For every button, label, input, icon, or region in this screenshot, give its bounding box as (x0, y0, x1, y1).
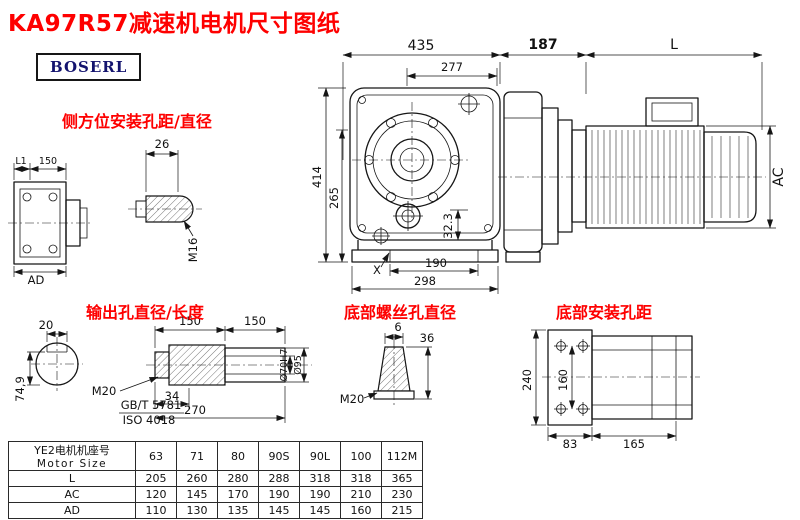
dim-26: 26 (155, 137, 170, 151)
table-row-ac: AC 120 145 170 190 190 210 230 (8, 486, 423, 503)
dim-435: 435 (408, 38, 435, 54)
bottom-screw-detail: 6 36 M20 (340, 320, 435, 406)
dim-414: 414 (310, 166, 324, 188)
dim-298: 298 (414, 274, 436, 288)
dim-ac: AC (771, 167, 787, 186)
dim-l: L (670, 37, 678, 53)
dim-l1: L1 (15, 156, 26, 167)
dim-190: 190 (425, 256, 447, 270)
motor-side-view: 187 L AC (498, 37, 787, 263)
dim-83: 83 (563, 437, 578, 451)
table-cell: 120 (135, 486, 177, 503)
table-row-ad: AD 110 130 135 145 145 160 215 (8, 502, 423, 519)
dim-150-b: 150 (244, 314, 266, 328)
dim-32-3: 32.3 (441, 213, 455, 239)
col-header-90l: 90L (299, 441, 341, 471)
table-cell: 318 (340, 470, 382, 487)
side-shaft-detail: 26 M16 (128, 137, 202, 262)
dim-6: 6 (394, 320, 401, 334)
col-header-71: 71 (176, 441, 218, 471)
col-header-112m: 112M (381, 441, 423, 471)
gearbox-left-view: L1 150 AD (8, 156, 92, 287)
table-cell: 288 (258, 470, 300, 487)
output-shaft-view: 20 74,9 150 150 M20 GB/T 5781 ISO 4018 3… (13, 314, 312, 427)
label-side-mount: 侧方位安装孔距/直径 (62, 112, 212, 131)
table-header-cn: YE2电机机座号 (34, 444, 110, 457)
table-header-cell: YE2电机机座号 Motor Size (8, 441, 136, 471)
dim-x: X (373, 263, 381, 277)
dim-m16: M16 (186, 238, 200, 263)
table-cell: 210 (340, 486, 382, 503)
dim-m20-screw: M20 (340, 392, 365, 406)
table-cell: 260 (176, 470, 218, 487)
col-header-63: 63 (135, 441, 177, 471)
dim-187: 187 (528, 37, 557, 53)
brand-logo: BOSERL (36, 53, 142, 81)
table-cell: 160 (340, 502, 382, 519)
dim-36: 36 (420, 331, 435, 345)
gear-unit-front-view: 435 277 414 265 190 298 X 32.3 (310, 38, 501, 294)
label-bottom-mount: 底部安装孔距 (556, 303, 653, 322)
row-label-ad: AD (8, 502, 136, 519)
col-header-100: 100 (340, 441, 382, 471)
table-cell: 145 (176, 486, 218, 503)
dim-150-a: 150 (179, 314, 201, 328)
table-cell: 110 (135, 502, 177, 519)
dim-265: 265 (327, 187, 341, 209)
label-output-hole: 输出孔直径/长度 (86, 303, 204, 322)
motor-frame-size-table: YE2电机机座号 Motor Size 63 71 80 90S 90L 100… (8, 441, 423, 519)
table-cell: 130 (176, 502, 218, 519)
table-header-row: YE2电机机座号 Motor Size 63 71 80 90S 90L 100… (8, 441, 423, 471)
dim-240: 240 (520, 369, 534, 391)
dim-ad: AD (28, 273, 45, 287)
dim-095: Ø95 (293, 355, 304, 375)
row-label-ac: AC (8, 486, 136, 503)
col-header-90s: 90S (258, 441, 300, 471)
table-cell: 190 (258, 486, 300, 503)
dim-160: 160 (556, 369, 570, 391)
col-header-80: 80 (217, 441, 259, 471)
table-cell: 145 (299, 502, 341, 519)
table-cell: 215 (381, 502, 423, 519)
dim-m20-output: M20 (92, 384, 117, 398)
dim-270: 270 (184, 403, 206, 417)
standard-gbt: GB/T 5781 (121, 398, 182, 412)
table-cell: 135 (217, 502, 259, 519)
table-cell: 145 (258, 502, 300, 519)
dim-150-side: 150 (39, 156, 57, 167)
table-cell: 318 (299, 470, 341, 487)
bottom-mount-view: 240 160 83 165 (520, 329, 700, 451)
dim-070h7: Ø70H7 (279, 349, 290, 382)
dim-34: 34 (165, 389, 180, 403)
dim-20: 20 (39, 318, 54, 332)
label-bottom-screw: 底部螺丝孔直径 (344, 303, 457, 322)
drawing-title: KA97R57减速机电机尺寸图纸 (8, 11, 341, 37)
table-cell: 365 (381, 470, 423, 487)
dim-74-9: 74,9 (13, 376, 27, 402)
table-cell: 205 (135, 470, 177, 487)
table-header-en: Motor Size (36, 458, 108, 470)
table-cell: 170 (217, 486, 259, 503)
row-label-l: L (8, 470, 136, 487)
table-row-l: L 205 260 280 288 318 318 365 (8, 470, 423, 487)
dim-165: 165 (623, 437, 645, 451)
table-cell: 280 (217, 470, 259, 487)
dim-277: 277 (441, 60, 463, 74)
table-cell: 190 (299, 486, 341, 503)
table-cell: 230 (381, 486, 423, 503)
standard-iso: ISO 4018 (123, 413, 176, 427)
